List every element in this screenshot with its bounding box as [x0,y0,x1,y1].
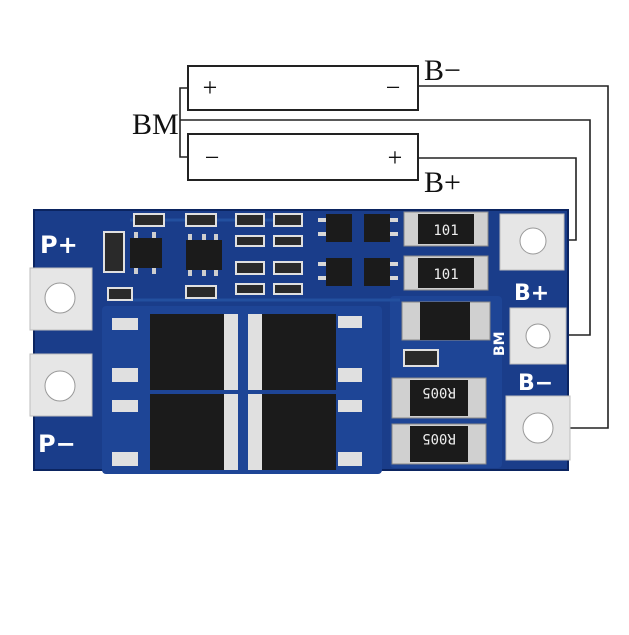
shunt-resistor-2 [391,423,487,465]
bm-wire [180,119,591,336]
battery-bottom-plus: + [388,143,403,172]
copper-pour-left [102,306,382,474]
bm-bracket [179,87,188,158]
smd-cap-small [403,349,439,367]
shunt-code-2: R005 [422,430,456,446]
battery-top-plus: + [203,73,218,102]
pad-p-plus [29,267,93,331]
label-bm: BM [132,108,179,141]
label-b-minus: B− [424,54,461,87]
diode-package [401,301,491,341]
pad-b-plus [499,213,565,271]
protection-ic-2 [130,232,162,274]
resistor-code-1: 101 [433,223,458,239]
smd-cap-tall [103,231,125,273]
transistor-group [326,214,390,286]
transistor-pins [318,218,398,280]
battery-top-minus: − [386,73,401,102]
pcb-board: P+ P− B+ BM B− [29,209,571,474]
battery-top [187,65,419,111]
shunt-code-1: R005 [422,384,456,400]
mosfet-4 [248,394,362,470]
pad-p-minus [29,353,93,417]
mosfet-1 [112,314,238,390]
shunt-resistor-1 [391,377,487,419]
mosfet-3 [112,394,238,470]
battery-bottom-minus: − [205,143,220,172]
b-minus-wire [418,85,609,429]
pad-b-minus [505,395,571,461]
battery-bottom [187,133,419,181]
label-b-plus: B+ [424,166,461,199]
battery-wiring [179,65,609,429]
silkscreen-b-minus: B− [518,371,553,396]
resistor-101-a [403,211,489,247]
protection-ic-1 [186,234,222,276]
silkscreen-bm: BM [492,331,508,356]
smd-capacitors-top [107,213,303,301]
silkscreen-p-plus: P+ [40,231,78,259]
resistor-101-b [403,255,489,291]
silkscreen-b-plus: B+ [514,281,549,306]
b-plus-wire [418,157,577,241]
silkscreen-p-minus: P− [38,430,76,458]
pad-bm [509,307,567,365]
mosfet-group [112,314,362,470]
resistor-code-2: 101 [433,267,458,283]
mosfet-2 [248,314,362,390]
